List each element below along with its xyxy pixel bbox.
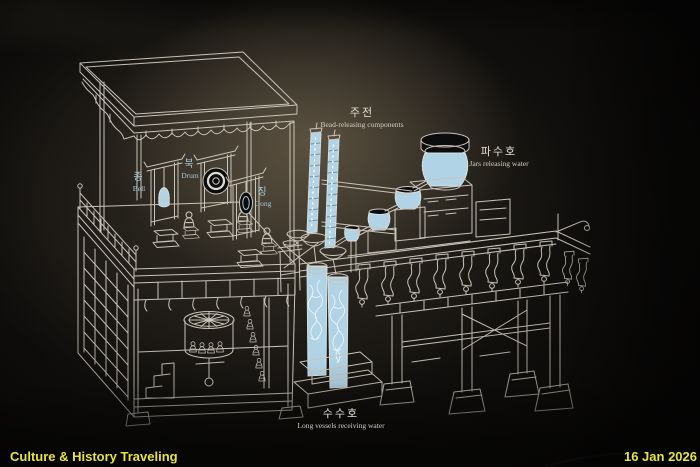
label-bell-en: Bell [132, 184, 146, 193]
label-gong: 징 Gong [255, 187, 272, 208]
watermark-site: Culture & History Traveling [10, 449, 178, 464]
label-jars-releasing-ko: 파수호 [480, 146, 518, 158]
label-drum-en: Drum [181, 171, 199, 180]
label-bell-ko: 종 [133, 172, 145, 183]
label-vessels-receiving: 수수호 Long vessels receiving water [297, 408, 384, 430]
label-vessels-receiving-en: Long vessels receiving water [297, 421, 385, 431]
label-vessels-receiving-ko: 수수호 [322, 408, 360, 420]
label-drum-ko: 북 [184, 159, 196, 170]
label-bead-components-en: Bead-releasing components [320, 120, 404, 130]
label-jars-releasing: 파수호 Jars releasing water [469, 146, 528, 168]
label-jars-releasing-en: Jars releasing water [469, 159, 529, 169]
label-drum: 북 Drum [181, 159, 199, 180]
label-bead-components: 주전 Bead-releasing components [320, 107, 403, 129]
watermark-date: 16 Jan 2026 [623, 449, 697, 464]
label-gong-en: Gong [254, 199, 272, 208]
label-bead-components-ko: 주전 [349, 107, 375, 119]
label-bell: 종 Bell [133, 172, 146, 193]
label-gong-ko: 징 [257, 187, 269, 198]
